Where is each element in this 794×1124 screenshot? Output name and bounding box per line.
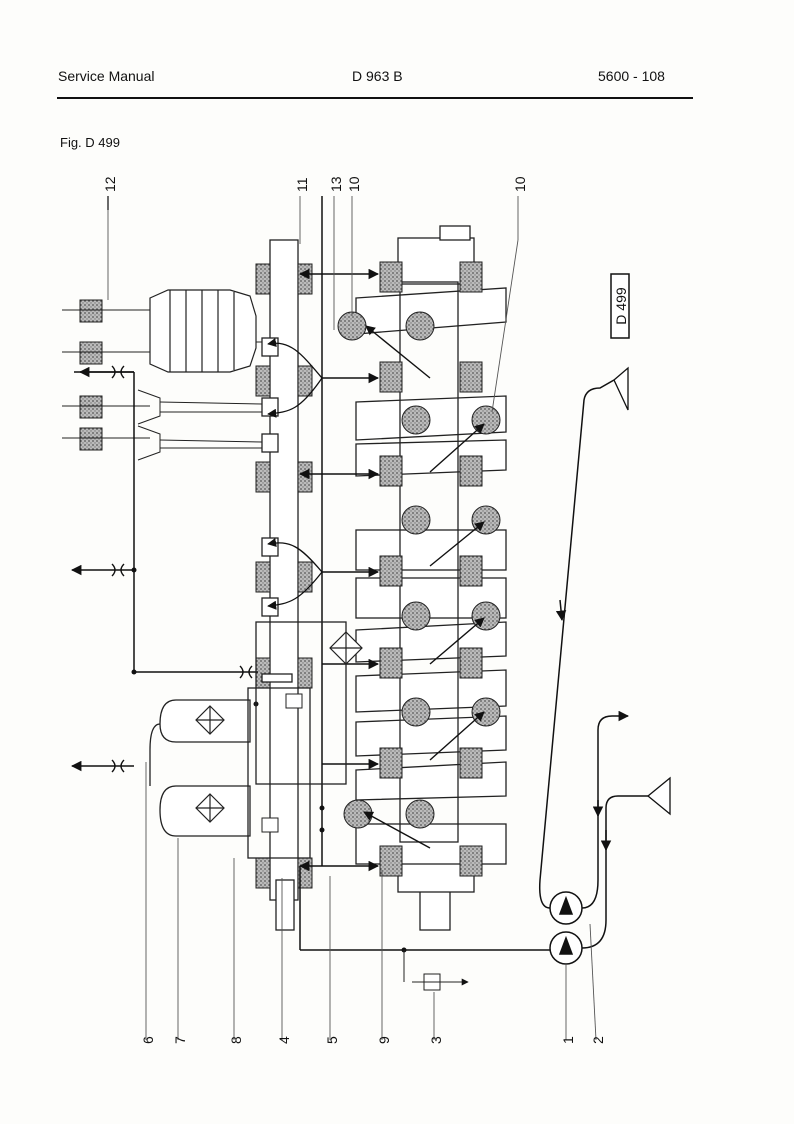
- callouts: 1 2 3 4 5 6 7 8 9 10 10 11 12 13: [102, 176, 606, 1044]
- callout-4: 4: [276, 1036, 292, 1044]
- callout-13: 13: [328, 176, 344, 192]
- rocker-oil-loops: [267, 338, 323, 610]
- filter-elements: [195, 631, 363, 823]
- bearing-feed-arrows: [70, 268, 380, 872]
- header-page-number: 5600 - 108: [598, 68, 665, 84]
- callout-7: 7: [172, 1036, 188, 1044]
- junction-dots: [131, 567, 407, 953]
- crankpin-bearings: [337, 311, 501, 829]
- suction-lines: [538, 379, 648, 949]
- oil-strainers: [613, 366, 671, 816]
- cylinder-head: [149, 289, 257, 373]
- callout-3: 3: [428, 1036, 444, 1044]
- callout-9: 9: [376, 1036, 392, 1044]
- valve-springs: [62, 299, 161, 461]
- callout-1: 1: [560, 1036, 576, 1044]
- callout-2: 2: [590, 1036, 606, 1044]
- figure-caption: Fig. D 499: [60, 135, 120, 150]
- callout-10-top: 10: [346, 176, 362, 192]
- header-model: D 963 B: [352, 68, 403, 84]
- header-rule: [57, 97, 693, 99]
- callout-8: 8: [228, 1036, 244, 1044]
- figure-stamp-text: D 499: [613, 287, 629, 325]
- restrictors: [111, 365, 253, 773]
- leader-lines: [107, 196, 597, 1041]
- callout-5: 5: [324, 1036, 340, 1044]
- figure-stamp: D 499: [610, 273, 630, 339]
- oil-pumps: [549, 891, 583, 965]
- header-manual-title: Service Manual: [58, 68, 155, 84]
- relief-valves: [261, 693, 469, 991]
- crank-oil-drillings: [363, 325, 485, 849]
- callout-10-right: 10: [512, 176, 528, 192]
- main-bearings: [379, 261, 483, 877]
- filter-housing: [149, 621, 347, 859]
- callout-12: 12: [102, 176, 118, 192]
- push-rods: [159, 341, 263, 449]
- callout-11: 11: [294, 177, 310, 192]
- callout-6: 6: [140, 1036, 156, 1044]
